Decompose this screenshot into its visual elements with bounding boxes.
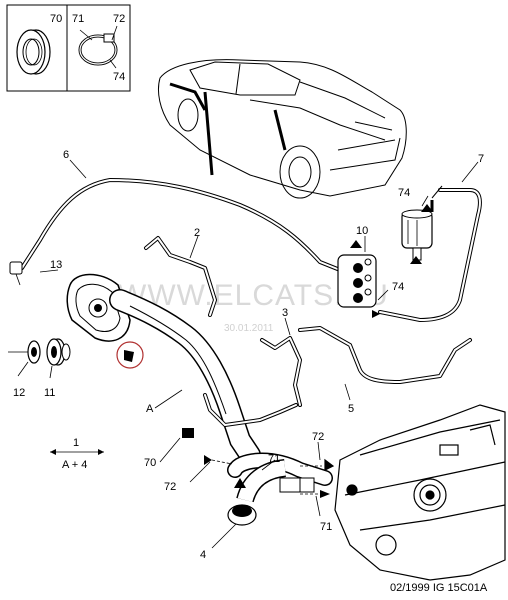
pipe-manifold-block (337, 240, 380, 318)
view-legend: 1 A + 4 (50, 437, 104, 471)
drawing-reference: 02/1999 IG 15C01A (390, 582, 488, 594)
fuel-pipe-7 (378, 185, 482, 322)
callout-5: 5 (348, 403, 354, 415)
callout-12: 12 (13, 387, 25, 399)
fuel-pipe-6 (9, 178, 342, 286)
callout-4: 4 (200, 549, 206, 561)
washer-part-illustration (16, 29, 51, 75)
inset-panel: 70 71 72 74 (6, 4, 131, 92)
hose-clamp-illustration (78, 25, 118, 69)
fuel-pipe-3 (260, 336, 302, 407)
lower-hose-connector (204, 452, 333, 526)
callout-74-lower: 74 (392, 281, 404, 293)
callout-3: 3 (282, 307, 288, 319)
callout-10: 10 (356, 225, 368, 237)
legend-bottom: A + 4 (62, 459, 87, 471)
washer-12 (8, 340, 41, 364)
legend-top: 1 (73, 437, 79, 449)
callout-11: 11 (44, 387, 55, 399)
callout-13: 13 (50, 259, 62, 271)
callout-72-left: 72 (164, 481, 176, 493)
watermark-date: 30.01.2011 (224, 323, 274, 334)
callout-72-right: 72 (312, 431, 324, 443)
callout-2: 2 (194, 227, 200, 239)
callout-labels: 6 7 2 10 74 74 3 5 A 13 12 11 70 72 71 7… (13, 149, 484, 561)
inset-label-71: 71 (72, 13, 84, 25)
callout-7: 7 (478, 153, 484, 165)
fuel-pipe-2 (144, 236, 217, 317)
inset-label-74: 74 (113, 71, 125, 83)
fuel-pipe-5 (298, 326, 472, 384)
inset-label-72: 72 (113, 13, 125, 25)
callout-71-right: 71 (320, 521, 332, 533)
callout-74-upper: 74 (398, 187, 410, 199)
callout-6: 6 (63, 149, 69, 161)
part-70-marker (182, 428, 194, 438)
inset-label-70: 70 (50, 13, 62, 25)
callout-71-left: 71 (268, 453, 280, 465)
grommet-11 (46, 338, 71, 366)
fuel-filter (401, 200, 434, 264)
callout-70: 70 (144, 457, 156, 469)
filler-neck-assembly (66, 273, 298, 466)
leader-lines (17, 159, 479, 549)
fuel-tank (324, 404, 506, 581)
car-illustration (157, 59, 407, 199)
callout-A: A (146, 403, 154, 415)
